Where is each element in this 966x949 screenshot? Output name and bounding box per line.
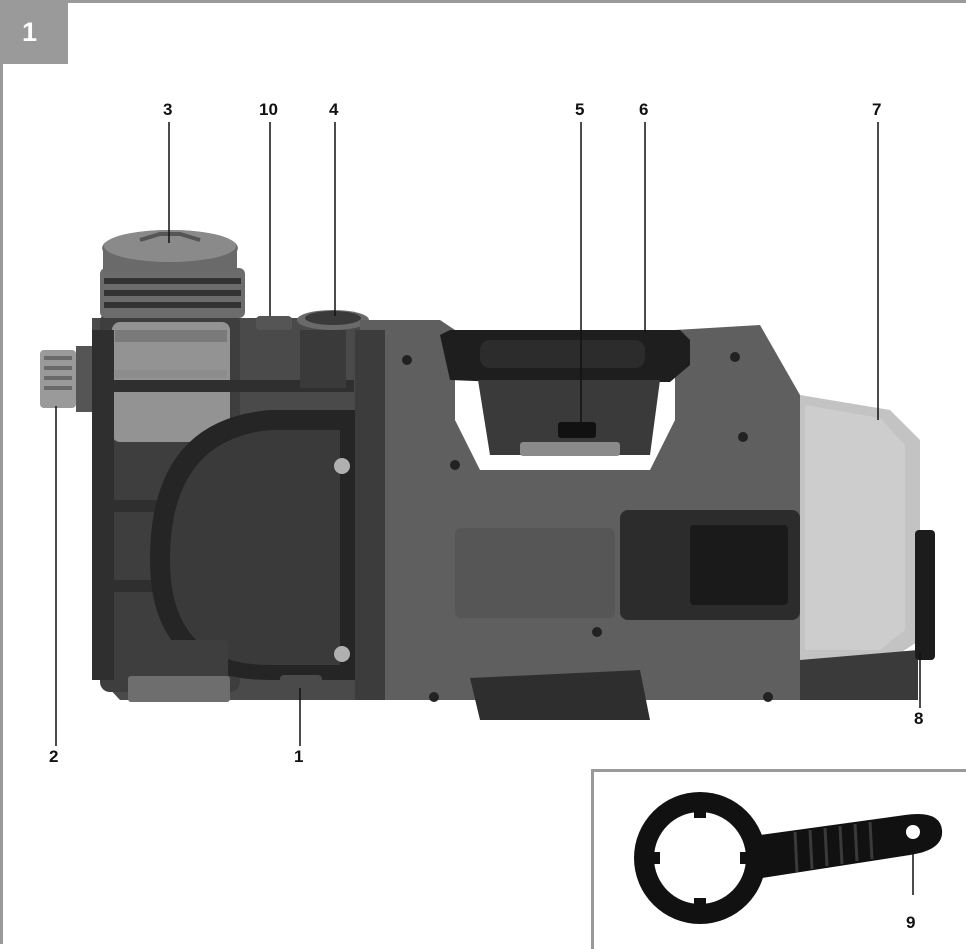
- callout-1: 1: [294, 747, 304, 766]
- callout-10: 10: [259, 100, 278, 119]
- figure-number: 1: [22, 17, 38, 47]
- callout-5: 5: [575, 100, 585, 119]
- callout-9: 9: [906, 913, 916, 932]
- callout-8: 8: [914, 709, 924, 728]
- callout-7: 7: [872, 100, 882, 119]
- figure-number-badge: 1: [0, 0, 68, 64]
- wrench-inset: [591, 769, 966, 949]
- callout-3: 3: [163, 100, 173, 119]
- callout-6: 6: [639, 100, 649, 119]
- callout-2: 2: [49, 747, 59, 766]
- callout-4: 4: [329, 100, 339, 119]
